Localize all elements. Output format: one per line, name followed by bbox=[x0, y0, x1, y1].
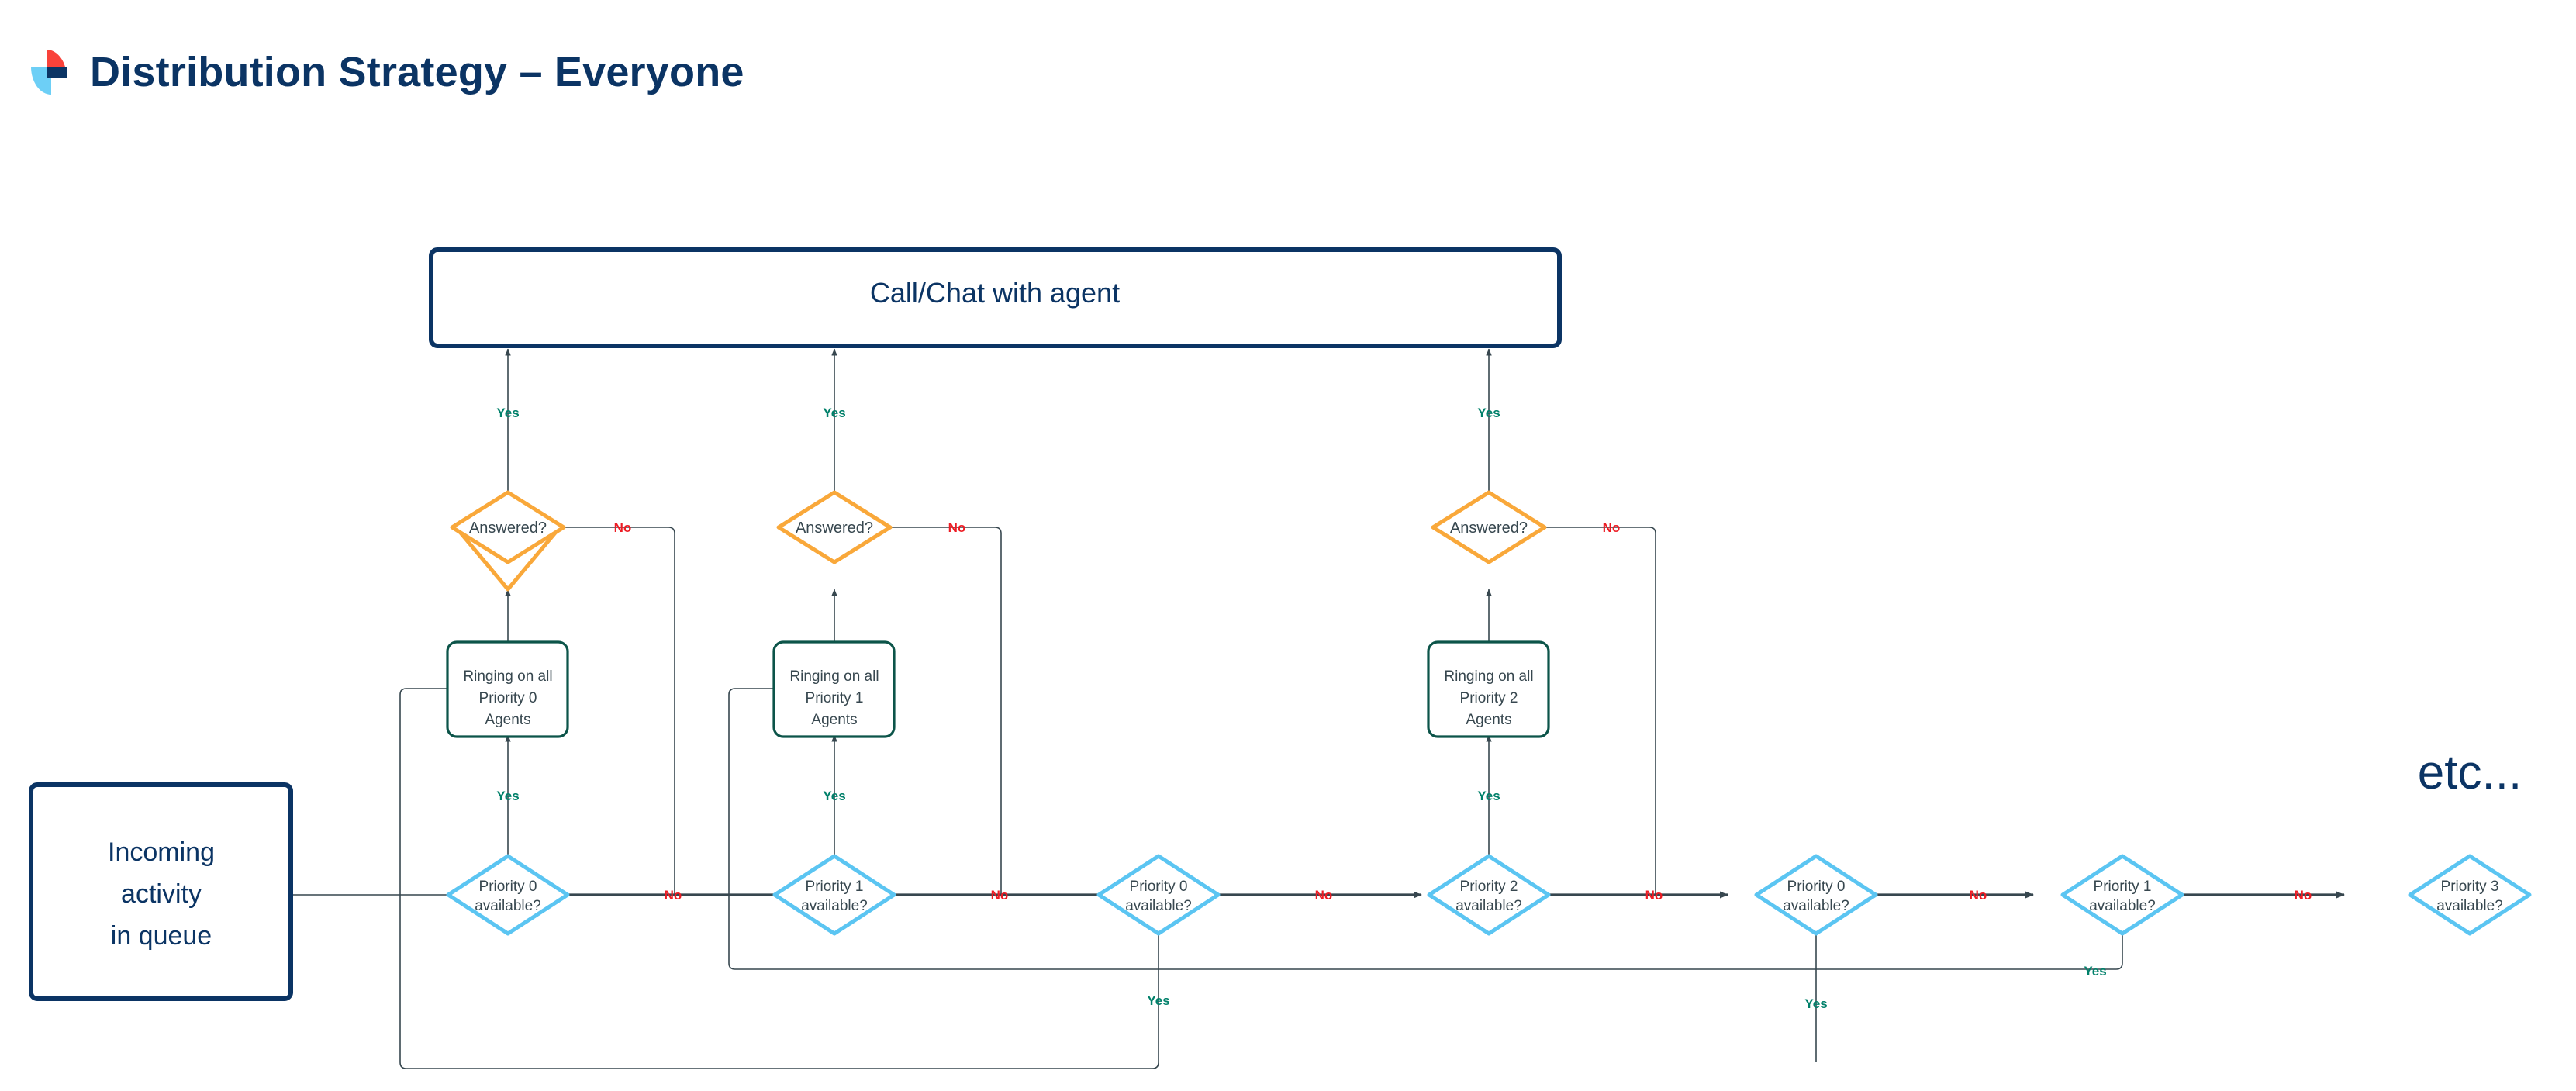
node-ringing-0-line1: Ringing on all bbox=[463, 668, 552, 685]
node-ringing-1-line2: Priority 1 bbox=[806, 690, 864, 706]
label-yes-ans1: Yes bbox=[823, 406, 845, 420]
node-incoming-line3: in queue bbox=[111, 921, 212, 951]
node-priority-2-a-line2: available? bbox=[1455, 898, 1522, 914]
node-incoming-activity[interactable]: Incoming activity in queue bbox=[29, 782, 293, 1001]
node-answered-2-label: Answered? bbox=[1450, 520, 1528, 537]
label-no-p1b: No bbox=[2295, 888, 2312, 903]
node-priority-2-a[interactable]: Priority 2 available? bbox=[1427, 854, 1551, 936]
label-yes-p0b: Yes bbox=[1147, 993, 1169, 1008]
label-no-p0b: No bbox=[1315, 888, 1333, 903]
label-no-p1a: No bbox=[991, 888, 1009, 903]
label-yes-p1b: Yes bbox=[2084, 964, 2106, 979]
node-priority-1-a-line2: available? bbox=[801, 898, 868, 914]
node-priority-1-b-line2: available? bbox=[2089, 898, 2156, 914]
node-answered-0-label: Answered? bbox=[469, 520, 547, 537]
node-priority-0-a-line1: Priority 0 bbox=[479, 879, 537, 895]
node-priority-0-b-line1: Priority 0 bbox=[1130, 879, 1188, 895]
node-priority-0-c-line2: available? bbox=[1783, 898, 1849, 914]
edge-p0b-yes-feedback bbox=[399, 685, 1159, 1069]
node-priority-1-b-line1: Priority 1 bbox=[2094, 879, 2152, 895]
node-priority-3-a[interactable]: Priority 3 available? bbox=[2408, 854, 2532, 936]
node-priority-1-a[interactable]: Priority 1 available? bbox=[772, 854, 896, 936]
node-priority-0-a[interactable]: Priority 0 available? bbox=[446, 854, 570, 936]
node-priority-3-a-line2: available? bbox=[2436, 898, 2503, 914]
edge-ans0-no bbox=[560, 527, 675, 895]
label-no-p0a: No bbox=[665, 888, 682, 903]
node-priority-2-a-line1: Priority 2 bbox=[1460, 879, 1518, 895]
node-ringing-1-line3: Agents bbox=[811, 712, 857, 728]
edge-layer bbox=[293, 348, 2345, 1069]
label-yes-p1a: Yes bbox=[823, 789, 845, 803]
node-call-chat-with-agent[interactable]: Call/Chat with agent bbox=[429, 247, 1562, 348]
edge-label-layer: Yes Yes Yes No No No Yes Yes Yes No No N… bbox=[496, 406, 2312, 1011]
node-ringing-1-line1: Ringing on all bbox=[789, 668, 879, 685]
label-no-ans0: No bbox=[614, 520, 632, 535]
edge-ans1-no bbox=[886, 527, 1002, 895]
etc-text: etc... bbox=[2418, 746, 2522, 799]
edge-ans2-no bbox=[1541, 527, 1656, 895]
node-call-chat-label: Call/Chat with agent bbox=[870, 277, 1120, 309]
node-answered-2[interactable]: Answered? bbox=[1431, 490, 1547, 564]
node-priority-0-a-line2: available? bbox=[475, 898, 541, 914]
app-logo-icon bbox=[31, 50, 67, 95]
label-no-p2a: No bbox=[1645, 888, 1663, 903]
page-header: Distribution Strategy – Everyone bbox=[31, 48, 744, 96]
label-yes-p0a: Yes bbox=[496, 789, 519, 803]
node-priority-0-c-line1: Priority 0 bbox=[1787, 879, 1846, 895]
node-answered-1[interactable]: Answered? bbox=[776, 490, 893, 564]
node-answered-0[interactable]: Answered? bbox=[450, 490, 566, 592]
label-no-ans2: No bbox=[1603, 520, 1621, 535]
label-yes-ans0: Yes bbox=[496, 406, 519, 420]
node-priority-0-c[interactable]: Priority 0 available? bbox=[1754, 854, 1878, 936]
node-priority-3-a-line1: Priority 3 bbox=[2441, 879, 2499, 895]
edge-p1b-yes-feedback bbox=[728, 685, 2123, 970]
node-priority-1-b[interactable]: Priority 1 available? bbox=[2060, 854, 2184, 936]
node-ringing-2-line2: Priority 2 bbox=[1460, 690, 1518, 706]
page-title: Distribution Strategy – Everyone bbox=[90, 49, 744, 95]
node-incoming-line2: activity bbox=[121, 879, 202, 909]
node-ringing-1[interactable]: Ringing on all Priority 1 Agents bbox=[772, 640, 896, 738]
node-priority-0-b[interactable]: Priority 0 available? bbox=[1096, 854, 1221, 936]
node-priority-1-a-line1: Priority 1 bbox=[806, 879, 864, 895]
node-priority-0-b-line2: available? bbox=[1125, 898, 1192, 914]
node-incoming-line1: Incoming bbox=[108, 837, 215, 867]
label-no-ans1: No bbox=[948, 520, 966, 535]
label-yes-p2a: Yes bbox=[1477, 789, 1500, 803]
node-ringing-2-line3: Agents bbox=[1466, 712, 1511, 728]
node-ringing-2-line1: Ringing on all bbox=[1444, 668, 1533, 685]
label-yes-ans2: Yes bbox=[1477, 406, 1500, 420]
node-ringing-0[interactable]: Ringing on all Priority 0 Agents bbox=[446, 640, 569, 738]
node-ringing-0-line3: Agents bbox=[485, 712, 530, 728]
node-ringing-2[interactable]: Ringing on all Priority 2 Agents bbox=[1427, 640, 1550, 738]
label-yes-p0c: Yes bbox=[1804, 996, 1827, 1011]
node-ringing-0-line2: Priority 0 bbox=[479, 690, 537, 706]
node-answered-1-label: Answered? bbox=[796, 520, 873, 537]
label-no-p0c: No bbox=[1970, 888, 1987, 903]
